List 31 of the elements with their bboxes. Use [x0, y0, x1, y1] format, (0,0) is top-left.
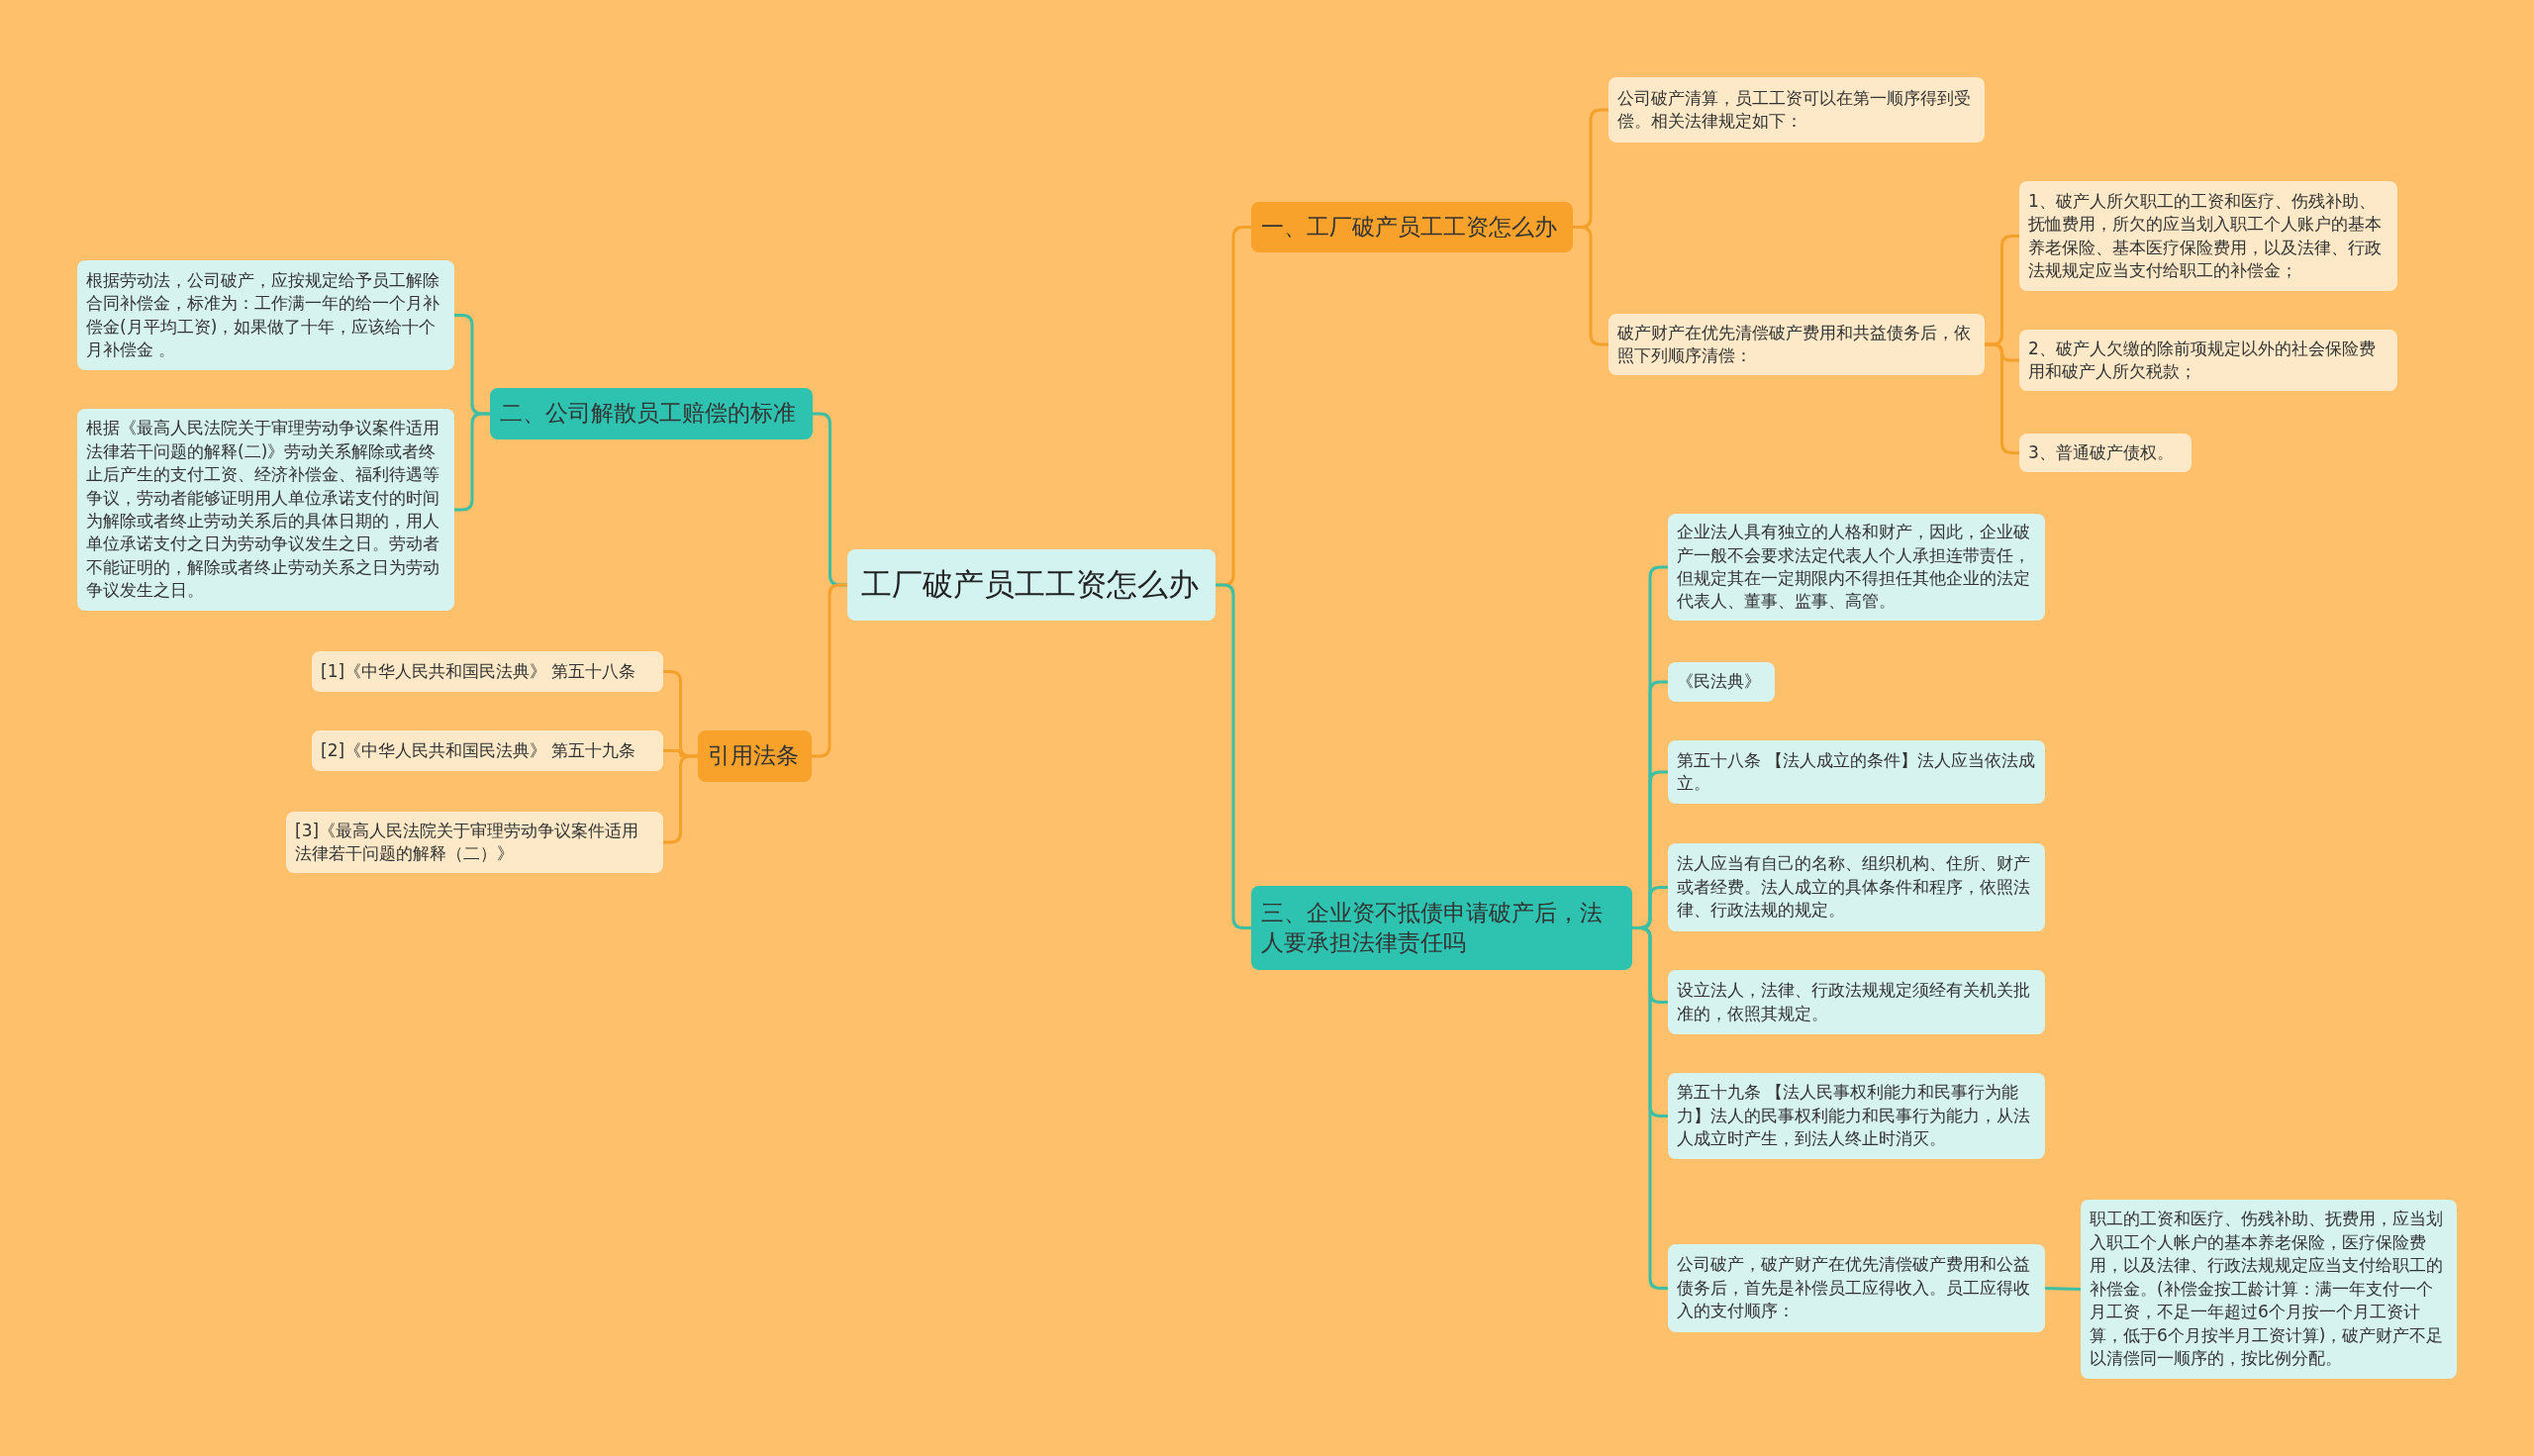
connector-line [1216, 583, 1251, 929]
central-topic: 工厂破产员工工资怎么办 [847, 549, 1216, 621]
note-box: 3、普通破产债权。 [2019, 434, 2192, 472]
note-box: 破产财产在优先清偿破产费用和共益债务后，依照下列顺序清偿： [1608, 314, 1985, 375]
note-box: 公司破产清算，员工工资可以在第一顺序得到受偿。相关法律规定如下： [1608, 77, 1985, 143]
connector-line [1573, 226, 1608, 346]
connector-line [1985, 342, 2019, 454]
note-box: [1]《中华人民共和国民法典》 第五十八条 [312, 651, 663, 692]
topic-box: 三、企业资不抵债申请破产后，法人要承担法律责任吗 [1251, 886, 1632, 970]
note-box: 法人应当有自己的名称、组织机构、住所、财产或者经费。法人成立的具体条件和程序，依照法律、行政法规的规定。 [1668, 843, 2045, 931]
note-box: 公司破产，破产财产在优先清偿破产费用和公益债务后，首先是补偿员工应得收入。员工应得收入的支付顺序： [1668, 1244, 2045, 1332]
note-box: 设立法人，法律、行政法规规定须经有关机关批准的，依照其规定。 [1668, 970, 2045, 1034]
note-box: 企业法人具有独立的人格和财产，因此，企业破产一般不会要求法定代表人个人承担连带责任，但规定其在一定期限内不得担任其他企业的法定代表人、董事、监事、高管。 [1668, 514, 2045, 621]
topic-box: 一、工厂破产员工工资怎么办 [1251, 202, 1573, 252]
note-box: 2、破产人欠缴的除前项规定以外的社会保险费用和破产人所欠税款； [2019, 330, 2397, 391]
connector-line [1632, 926, 1668, 1290]
note-box: 根据劳动法，公司破产，应按规定给予员工解除合同补偿金，标准为：工作满一年的给一个月补偿金(月平均工资)，如果做了十年，应该给十个月补偿金 。 [77, 260, 454, 370]
connector-line [812, 583, 847, 758]
topic-box: 二、公司解散员工赔偿的标准 [490, 388, 813, 439]
note-box: 职工的工资和医疗、伤残补助、抚费用，应当划入职工个人帐户的基本养老保险，医疗保险费用，以及法律、行政法规规定应当支付给职工的补偿金。(补偿金按工龄计算：满一年支付一个月工资，不足一年超过6个月按一个月工资计算，低于6个月按半月工资计算)，破产财产不足以清偿同一顺序的，按比例分配。 [2081, 1200, 2457, 1379]
note-box: 第五十九条 【法人民事权利能力和民事行为能力】法人的民事权利能力和民事行为能力，从法人成立时产生，到法人终止时消灭。 [1668, 1073, 2045, 1159]
connector-line [454, 412, 490, 512]
connector-line [663, 754, 698, 844]
note-box: 第五十八条 【法人成立的条件】法人应当依法成立。 [1668, 740, 2045, 804]
connector-line [2044, 1287, 2082, 1291]
note-box: 1、破产人所欠职工的工资和医疗、伤残补助、抚恤费用，所欠的应当划入职工个人账户的基本养老保险、基本医疗保险费用，以及法律、行政法规规定应当支付给职工的补偿金； [2019, 181, 2397, 291]
note-box: [2]《中华人民共和国民法典》 第五十九条 [312, 730, 663, 771]
topic-box: 引用法条 [698, 730, 812, 782]
note-box: 《民法典》 [1668, 662, 1775, 702]
note-box: [3]《最高人民法院关于审理劳动争议案件适用法律若干问题的解释（二）》 [286, 812, 663, 873]
note-box: 根据《最高人民法院关于审理劳动争议案件适用法律若干问题的解释(二)》劳动关系解除或者终止后产生的支付工资、经济补偿金、福利待遇等争议，劳动者能够证明用人单位承诺支付的时间为解除或者终止劳动关系后的具体日期的，用人单位承诺支付之日为劳动争议发生之日。劳动者不能证明的，解除或者终止劳动关系之日为劳动争议发生之日。 [77, 409, 454, 611]
